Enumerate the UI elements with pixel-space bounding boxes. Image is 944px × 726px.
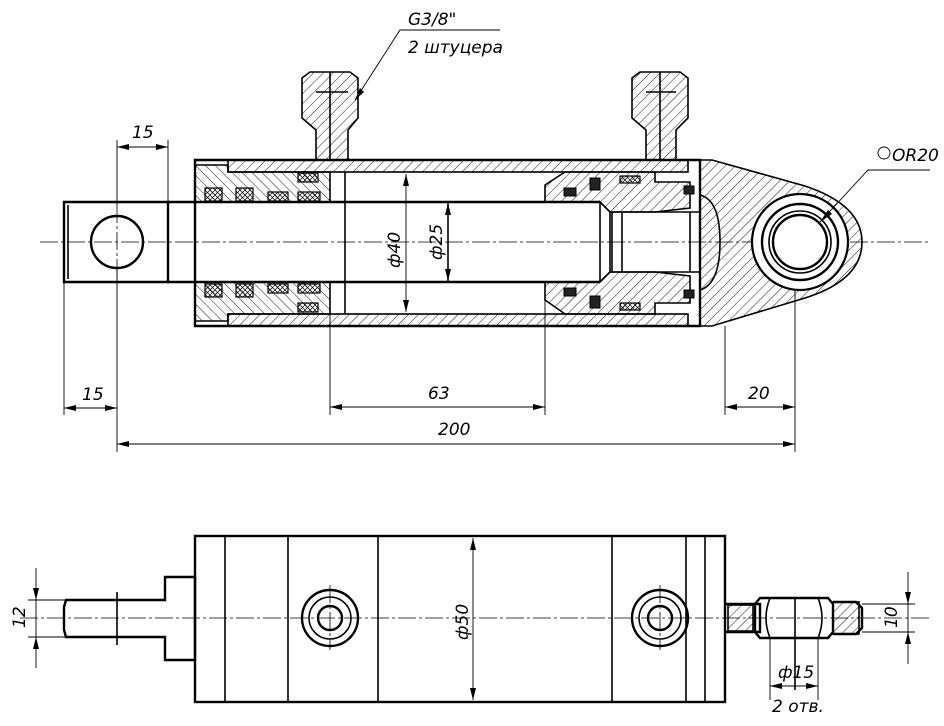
barrel-wall-bottom <box>227 313 689 327</box>
radius-leader <box>819 169 930 223</box>
port-thread-label: G3/8" <box>408 10 456 30</box>
eye-neck <box>725 602 762 634</box>
piston-top <box>544 171 691 213</box>
seal <box>235 187 254 202</box>
body-plan <box>193 534 727 704</box>
rod-plan <box>62 575 197 662</box>
dim-eye-top: 15 <box>132 123 154 143</box>
dim-overall: 200 <box>438 420 470 440</box>
port-fitting-rear <box>631 71 689 161</box>
port-fitting-front <box>301 71 359 161</box>
gland-top <box>194 164 331 203</box>
rear-eye-bore <box>771 213 829 271</box>
dim-stroke: 63 <box>428 384 450 404</box>
dim-rod-dia: ф25 <box>427 224 447 260</box>
dim-eye-end: 20 <box>748 384 770 404</box>
dim-eye-width: 10 <box>882 606 902 628</box>
dim-rod-width: 12 <box>10 606 30 628</box>
port-boss-rear <box>630 585 690 650</box>
dim-bore-dia: ф40 <box>385 232 405 268</box>
port-note-label: 2 штуцера <box>408 38 503 58</box>
gland-bottom <box>194 281 331 322</box>
rear-eye-outer-circle <box>750 192 850 292</box>
port-leader <box>354 29 500 101</box>
section-view: G3/8" 2 штуцера OR20 15 15 63 2 <box>40 10 939 452</box>
dim-body-dia: ф50 <box>453 604 473 640</box>
dim-eye-bottom: 15 <box>82 385 104 405</box>
eye-plan <box>753 596 835 640</box>
port-boss-front <box>300 585 360 650</box>
eye-radius-label: OR20 <box>892 146 939 166</box>
seal <box>204 187 223 202</box>
dim-hole-count: 2 отв. <box>772 697 824 717</box>
rear-eye-bushing <box>760 202 840 282</box>
dim-hole-dia: ф15 <box>778 663 814 683</box>
barrel-wall-top <box>227 159 689 173</box>
plan-view: 12 ф50 10 ф15 2 отв. <box>10 534 930 717</box>
